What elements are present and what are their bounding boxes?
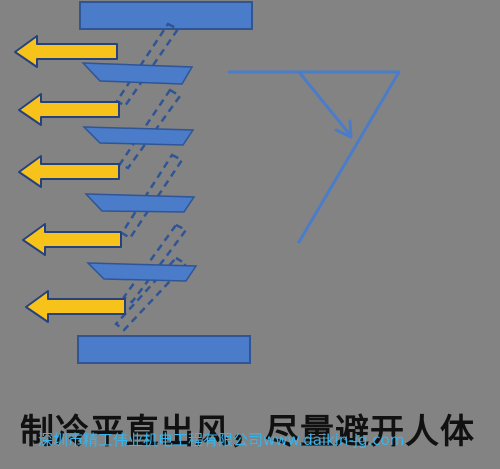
louver-swing-outline-5 <box>114 256 188 332</box>
louver-3 <box>84 193 196 213</box>
airflow-arrow-4 <box>22 223 122 256</box>
symbol-diagonal-line <box>297 70 353 138</box>
louver-swing-outline-2 <box>118 88 182 170</box>
watermark-text: 深圳市精工伟业机电工程有限公司www.daikin-jg.com <box>38 431 405 449</box>
top-panel <box>79 1 253 30</box>
airflow-arrow-2 <box>18 93 120 126</box>
bottom-panel <box>77 335 251 364</box>
symbol-arrowhead <box>334 119 353 139</box>
louver-4 <box>86 262 198 282</box>
airflow-arrow-5 <box>25 290 126 323</box>
louvers <box>81 62 198 282</box>
louver-swing-outline-4 <box>122 223 188 304</box>
louver-2 <box>82 126 195 146</box>
airflow-arrows <box>14 35 126 323</box>
airflow-symbol <box>227 70 401 244</box>
symbol-frame-line <box>227 70 401 244</box>
airflow-arrow-1 <box>14 35 118 68</box>
louver-1 <box>81 62 194 85</box>
diagram-caption: 制冷平直出风，尽量避开人体 <box>20 412 475 452</box>
airflow-arrow-3 <box>18 155 120 188</box>
